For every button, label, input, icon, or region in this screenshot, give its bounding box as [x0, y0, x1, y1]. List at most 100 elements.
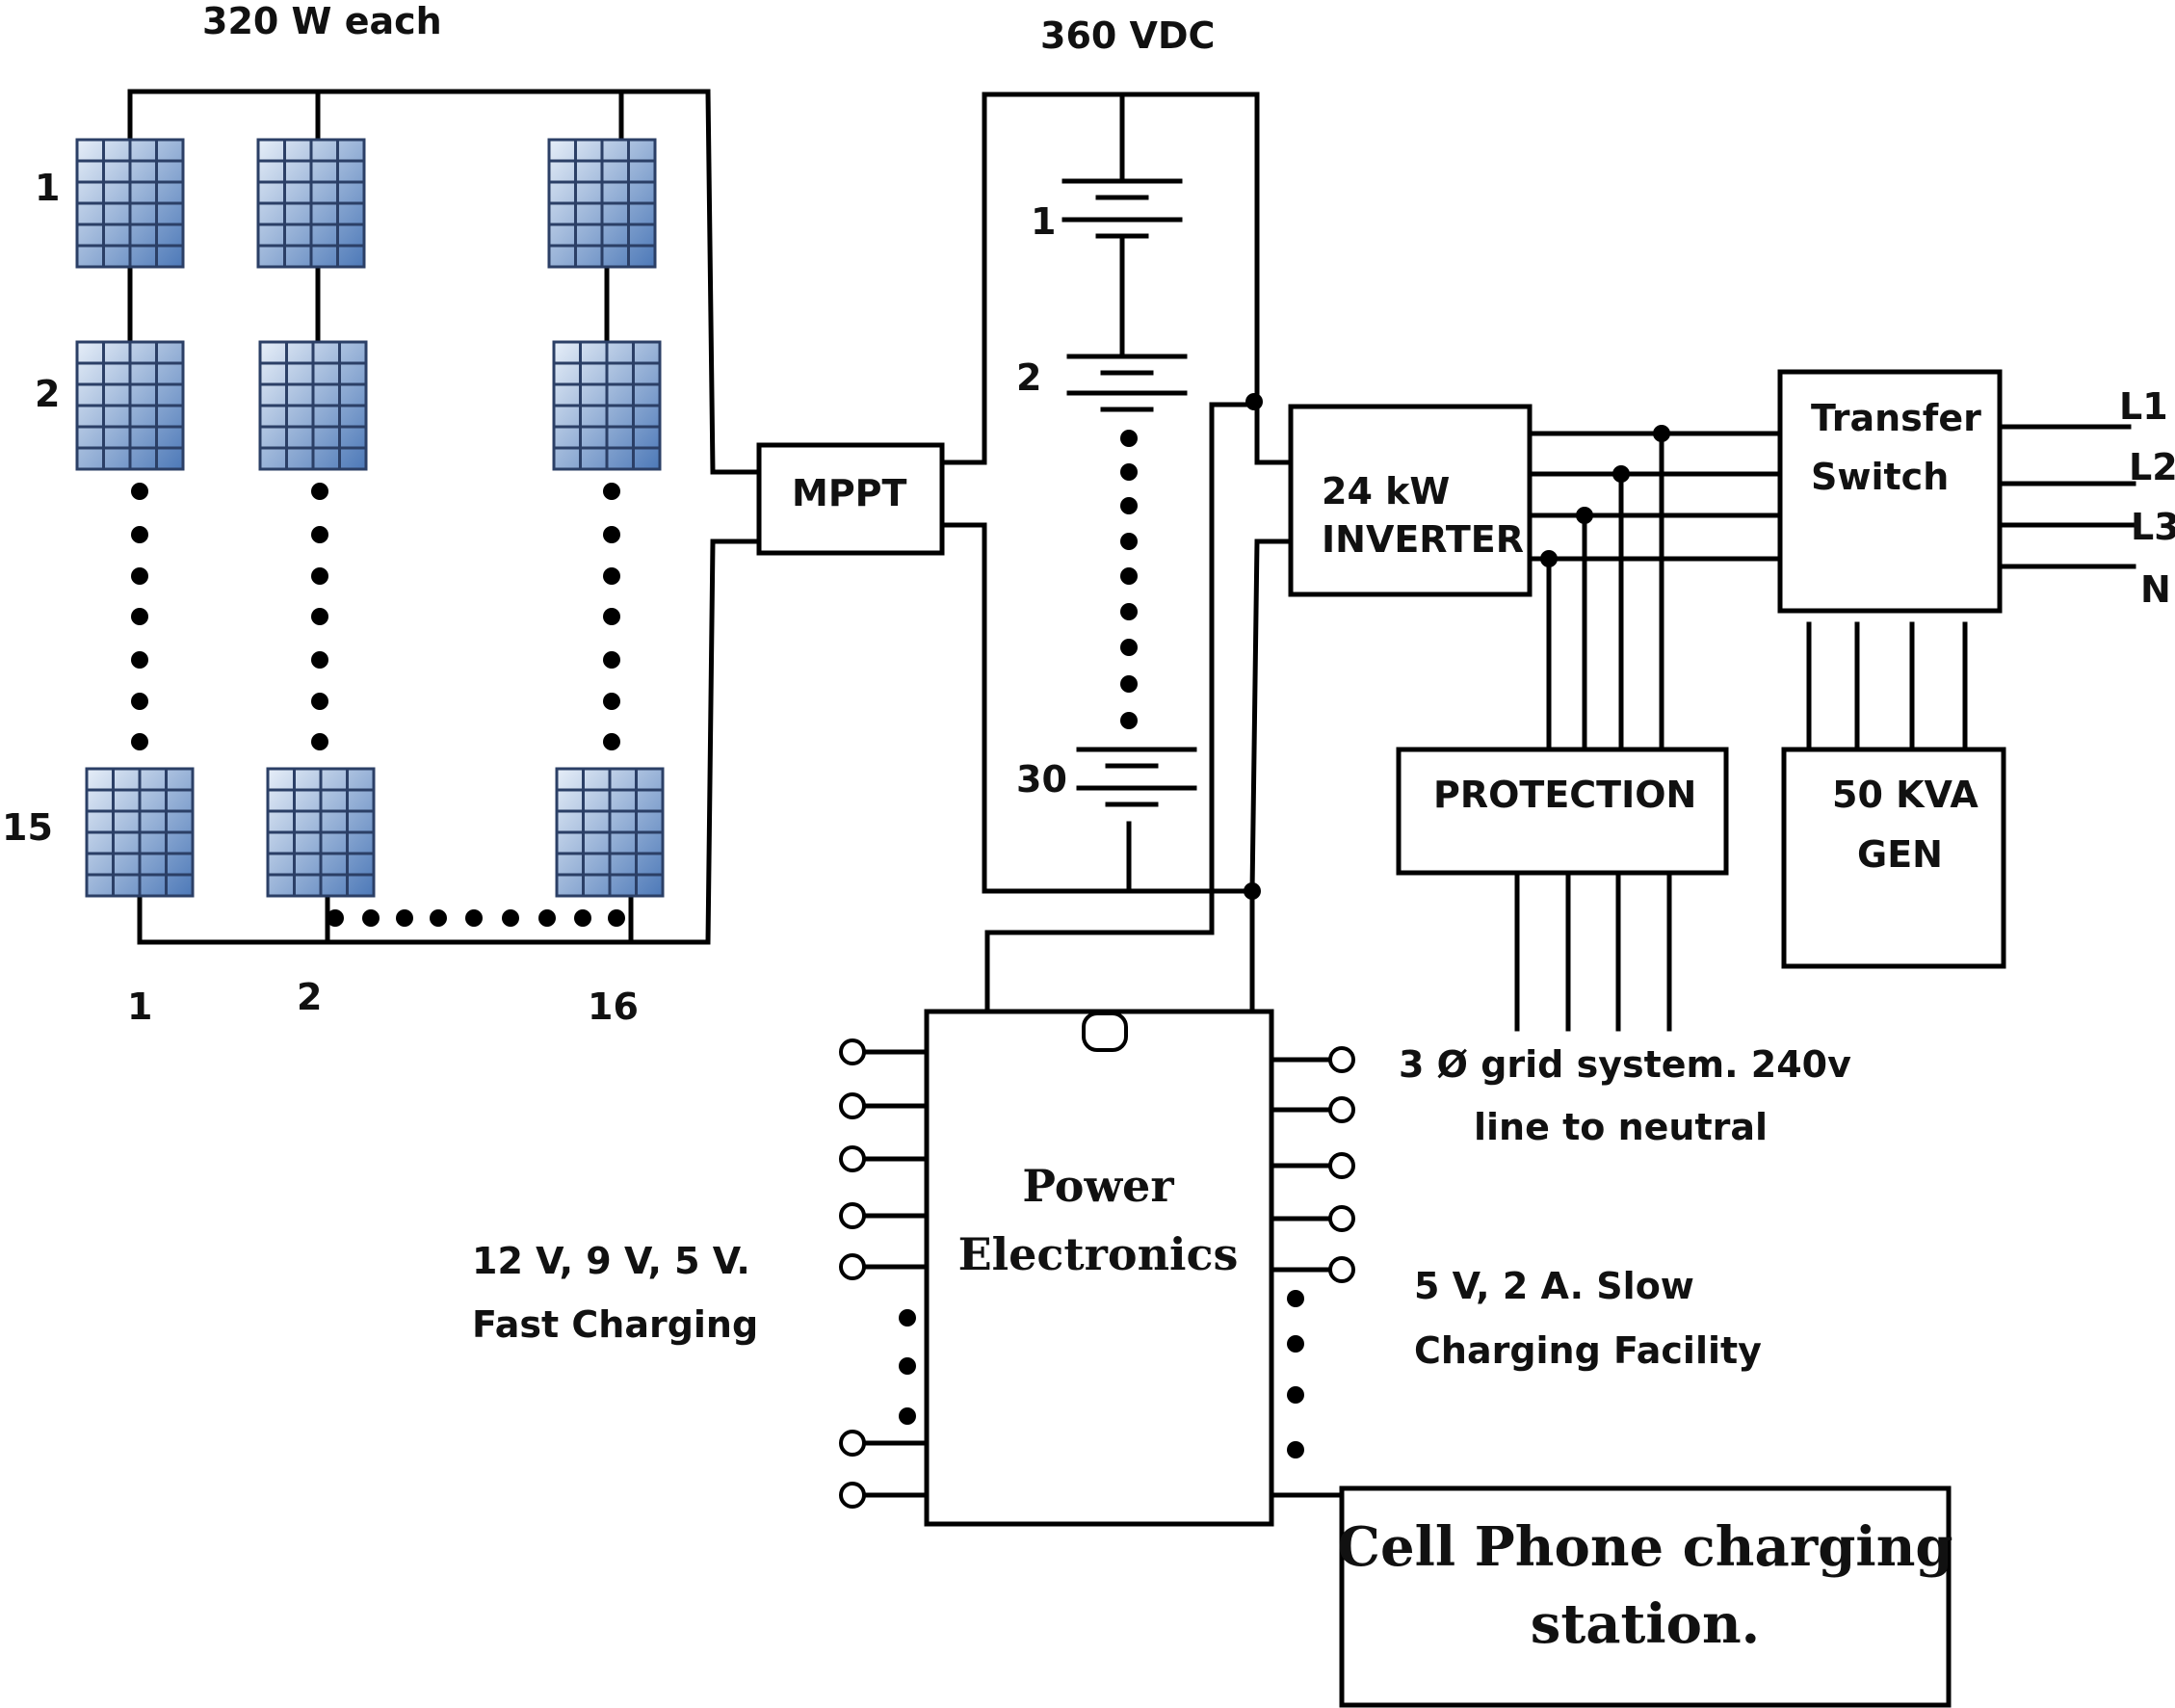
protection-box [1396, 747, 1729, 876]
power-electronics-notch [1082, 1012, 1128, 1052]
continuation-dot [1120, 497, 1138, 514]
continuation-dot [396, 909, 413, 927]
inverter-line2: INVERTER [1322, 518, 1524, 561]
grid-note-line1: 3 Ø grid system. 240v [1399, 1043, 1851, 1086]
junction-dot [1245, 393, 1263, 410]
row-label-1: 1 [35, 167, 60, 209]
panel-r2-c2 [258, 340, 368, 471]
slow-charging-line2: Charging Facility [1414, 1329, 1762, 1372]
continuation-dot [131, 567, 148, 585]
station-box [1339, 1485, 1952, 1708]
generator-box [1781, 747, 2006, 969]
continuation-dot [327, 909, 344, 927]
terminal-right [1328, 1096, 1355, 1123]
battery-cell-30 [1076, 747, 1197, 807]
continuation-dot [311, 483, 328, 500]
continuation-dot [311, 526, 328, 543]
output-lines [1997, 424, 2139, 569]
continuation-dot [1287, 1441, 1304, 1458]
terminal-right [1328, 1256, 1355, 1283]
panel-r1-c2 [256, 138, 366, 269]
continuation-dot [131, 651, 148, 669]
continuation-dot [362, 909, 380, 927]
battery-label-1: 1 [1031, 200, 1056, 243]
continuation-dot [1287, 1386, 1304, 1404]
continuation-dot [603, 483, 620, 500]
protection-label: PROTECTION [1433, 774, 1696, 816]
continuation-dot [131, 733, 148, 750]
output-label-l2: L2 [2129, 446, 2175, 488]
slow-charging-line1: 5 V, 2 A. Slow [1414, 1265, 1694, 1307]
solar-panels [75, 138, 665, 898]
solar-array-wiring [127, 89, 764, 945]
battery-header: 360 VDC [1040, 14, 1215, 57]
battery-cell-1 [1061, 178, 1183, 239]
continuation-dot [430, 909, 447, 927]
continuation-dot [1120, 533, 1138, 550]
terminal-left [839, 1482, 866, 1509]
continuation-dot [603, 693, 620, 710]
battery-bank-wiring [939, 92, 1294, 1010]
battery-label-30: 30 [1016, 758, 1067, 801]
junction-dot [1576, 507, 1593, 524]
mppt-label: MPPT [792, 472, 907, 514]
transfer-switch-line1: Transfer [1811, 397, 1981, 439]
continuation-dot [1287, 1290, 1304, 1307]
mppt-box [756, 442, 945, 556]
transfer-switch-line2: Switch [1811, 456, 1949, 498]
station-line1: Cell Phone charging [1337, 1515, 1952, 1579]
column-label-16: 16 [588, 985, 639, 1028]
output-label-l1: L1 [2119, 385, 2168, 428]
power-electronics-box [924, 1009, 1274, 1527]
continuation-dot [311, 693, 328, 710]
row-label-2: 2 [35, 373, 60, 415]
transfer-switch-box [1777, 369, 2003, 614]
panel-r1-c16 [547, 138, 657, 269]
panel-r15-c2 [266, 767, 376, 898]
terminal-right [1328, 1152, 1355, 1179]
grid-note-line2: line to neutral [1474, 1106, 1768, 1148]
terminal-left [839, 1430, 866, 1457]
junction-dot [1653, 425, 1670, 442]
column-label-2: 2 [297, 976, 322, 1018]
continuation-dot [131, 608, 148, 625]
protection-leads [1514, 870, 1672, 1032]
continuation-dot [603, 733, 620, 750]
continuation-dot [1120, 712, 1138, 729]
fast-charging-line1: 12 V, 9 V, 5 V. [472, 1240, 750, 1282]
generator-line2: GEN [1857, 833, 1943, 876]
terminal-left [839, 1038, 866, 1065]
station-line2: station. [1531, 1592, 1760, 1656]
terminal-continuation-dots [899, 1290, 1304, 1458]
continuation-dot [465, 909, 483, 927]
generator-links [1806, 621, 1968, 752]
continuation-dot [502, 909, 519, 927]
continuation-dot [538, 909, 556, 927]
array-header: 320 W each [202, 0, 442, 42]
panel-r2-c16 [552, 340, 662, 471]
panel-r15-c16 [555, 767, 665, 898]
junction-dot [1612, 465, 1630, 483]
continuation-dot [1120, 463, 1138, 481]
inverter-box [1288, 404, 1533, 597]
continuation-dot [1120, 639, 1138, 656]
continuation-dot [603, 651, 620, 669]
continuation-dot [1120, 675, 1138, 693]
continuation-dot [899, 1357, 916, 1375]
panel-r1-c1 [75, 138, 185, 269]
terminal-left [839, 1202, 866, 1229]
continuation-dot [608, 909, 625, 927]
panel-r15-c1 [85, 767, 195, 898]
continuation-dot [574, 909, 591, 927]
terminal-right [1328, 1205, 1355, 1232]
continuation-dot [1287, 1335, 1304, 1353]
junction-dot [1244, 882, 1261, 900]
output-label-l3: L3 [2131, 506, 2175, 548]
column-label-1: 1 [127, 985, 152, 1028]
continuation-dot [311, 567, 328, 585]
continuation-dot [603, 608, 620, 625]
power-electronics-line1: Power [1022, 1160, 1174, 1212]
fast-charging-line2: Fast Charging [472, 1303, 758, 1346]
output-label-n: N [2140, 568, 2171, 611]
inverter-line1: 24 kW [1322, 470, 1450, 512]
